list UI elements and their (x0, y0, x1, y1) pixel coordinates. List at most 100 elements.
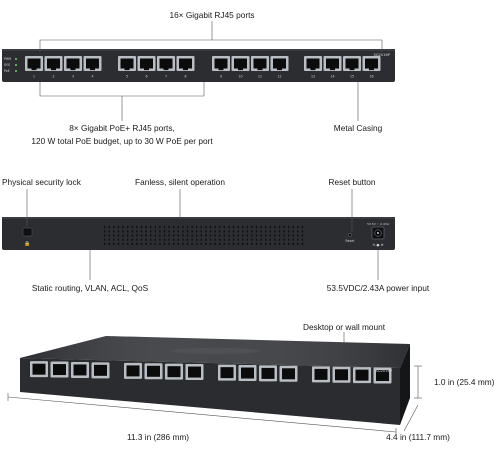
vent-slot (168, 242, 170, 245)
dc-jack-pin (377, 232, 379, 234)
vent-slot (131, 242, 133, 245)
vent-slot (136, 242, 138, 245)
vent-slot (209, 226, 212, 229)
power-spec-label: 53.5V ⎓ 2.43A (367, 222, 390, 226)
vent-slot (246, 238, 248, 241)
rj45-port-socket (159, 58, 173, 69)
vent-slot (246, 226, 248, 229)
vent-slot (232, 238, 235, 241)
vent-slot (127, 226, 129, 229)
switch-right-side (400, 344, 410, 425)
rj45-port-socket (140, 58, 153, 69)
vent-slot (242, 230, 244, 233)
vent-slot (255, 238, 258, 241)
rj45-port-socket (66, 58, 80, 69)
vent-slot (232, 230, 235, 233)
bracket-16-ports (39, 39, 383, 52)
vent-slot (288, 234, 290, 237)
lock-icon: 🔒 (24, 240, 30, 247)
vent-slot (140, 230, 143, 233)
vent-slot (205, 242, 207, 245)
vent-slot (269, 238, 271, 241)
vent-slot (196, 242, 198, 245)
vent-slot (154, 242, 156, 245)
vent-slot (108, 230, 110, 233)
vent-slot (104, 234, 106, 237)
front-model-label: SG2016P (374, 53, 391, 57)
vent-slot (251, 238, 253, 241)
callout-routing: Static routing, VLAN, ACL, QoS (31, 283, 149, 293)
vent-slot (292, 242, 294, 245)
vent-slot (223, 234, 225, 237)
vent-slot (242, 238, 244, 241)
dim-depth-line (403, 404, 419, 432)
led-icon (15, 70, 17, 72)
vent-slot (127, 230, 129, 233)
vent-slot (251, 234, 253, 237)
vent-slot (237, 242, 239, 245)
vent-slot (136, 234, 138, 237)
vent-slot (301, 226, 304, 229)
vent-slot (131, 238, 133, 241)
vent-slot (145, 238, 147, 241)
reset-label: Reset (346, 239, 356, 243)
rj45-port-socket (126, 365, 140, 377)
vent-slot (278, 238, 281, 241)
callout-metal-casing: Metal Casing (333, 123, 383, 133)
vent-slot (200, 238, 202, 241)
vent-slot (154, 230, 156, 233)
vent-slot (177, 234, 179, 237)
rj45-port-notch (218, 68, 224, 71)
rj45-port-socket (306, 58, 320, 69)
vent-slot (278, 230, 281, 233)
rj45-port-socket (73, 364, 87, 376)
ventilation-grille (104, 226, 304, 245)
vent-slot (127, 242, 129, 245)
vent-slot (182, 238, 184, 241)
vent-slot (246, 234, 248, 237)
rj45-port-socket (32, 363, 46, 375)
vent-slot (177, 242, 179, 245)
vent-slot (117, 230, 120, 233)
port-number-label: 10 (238, 75, 242, 79)
vent-slot (214, 230, 216, 233)
rj45-port-notch (90, 68, 95, 71)
port-number-label: 1 (33, 75, 35, 79)
callout-mount: Desktop or wall mount (302, 322, 386, 332)
vent-slot (150, 242, 152, 245)
rj45-port-socket (214, 58, 228, 69)
vent-slot (219, 238, 221, 241)
vent-slot (159, 234, 161, 237)
dimension-width: 11.3 in (286 mm) (126, 432, 190, 442)
vent-slot (127, 234, 129, 237)
vent-slot (200, 230, 202, 233)
vent-slot (292, 234, 294, 237)
rj45-port-socket (53, 364, 66, 376)
vent-slot (214, 234, 216, 237)
vent-slot (140, 234, 143, 237)
vent-slot (163, 234, 166, 237)
vent-slot (186, 238, 189, 241)
vent-slot (150, 238, 152, 241)
vent-slot (127, 238, 129, 241)
vent-slot (136, 226, 138, 229)
vent-slot (292, 238, 294, 241)
vent-slot (122, 238, 124, 241)
vent-slot (209, 230, 212, 233)
front-leaders (39, 21, 383, 121)
rear-top-edge (2, 217, 395, 219)
vent-slot (301, 230, 304, 233)
rj45-port-notch (349, 68, 355, 71)
vent-slot (237, 230, 239, 233)
front-led-label: PWR (4, 57, 12, 61)
bracket-poe-ports (39, 82, 205, 97)
callout-reset: Reset button (328, 177, 376, 187)
port-number-label: 12 (277, 75, 281, 79)
rear-chassis (2, 217, 395, 250)
callout-fanless: Fanless, silent operation (135, 177, 225, 187)
vent-slot (260, 230, 262, 233)
vent-slot (113, 238, 115, 241)
rj45-port-notch (277, 68, 282, 71)
vent-slot (246, 230, 248, 233)
